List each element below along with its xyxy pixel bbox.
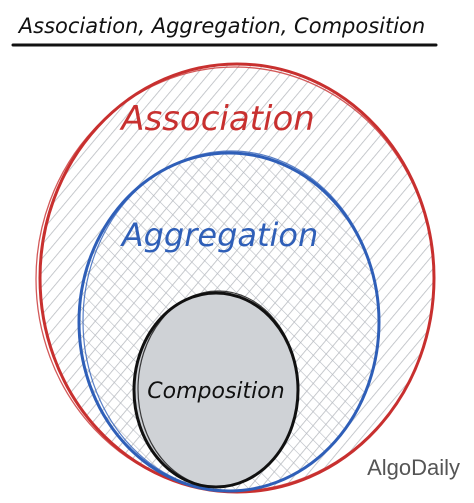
association-label: Association xyxy=(119,99,315,139)
composition-label: Composition xyxy=(147,379,284,404)
aggregation-outline-sketch xyxy=(82,150,380,492)
composition-fill xyxy=(134,293,298,487)
aggregation-label: Aggregation xyxy=(120,216,319,254)
algodaily-watermark: AlgoDaily xyxy=(367,455,460,480)
aggregation-set xyxy=(77,150,381,493)
composition-outline-sketch xyxy=(137,290,299,488)
diagram-title: Association, Aggregation, Composition xyxy=(17,14,425,38)
composition-set xyxy=(132,290,300,489)
